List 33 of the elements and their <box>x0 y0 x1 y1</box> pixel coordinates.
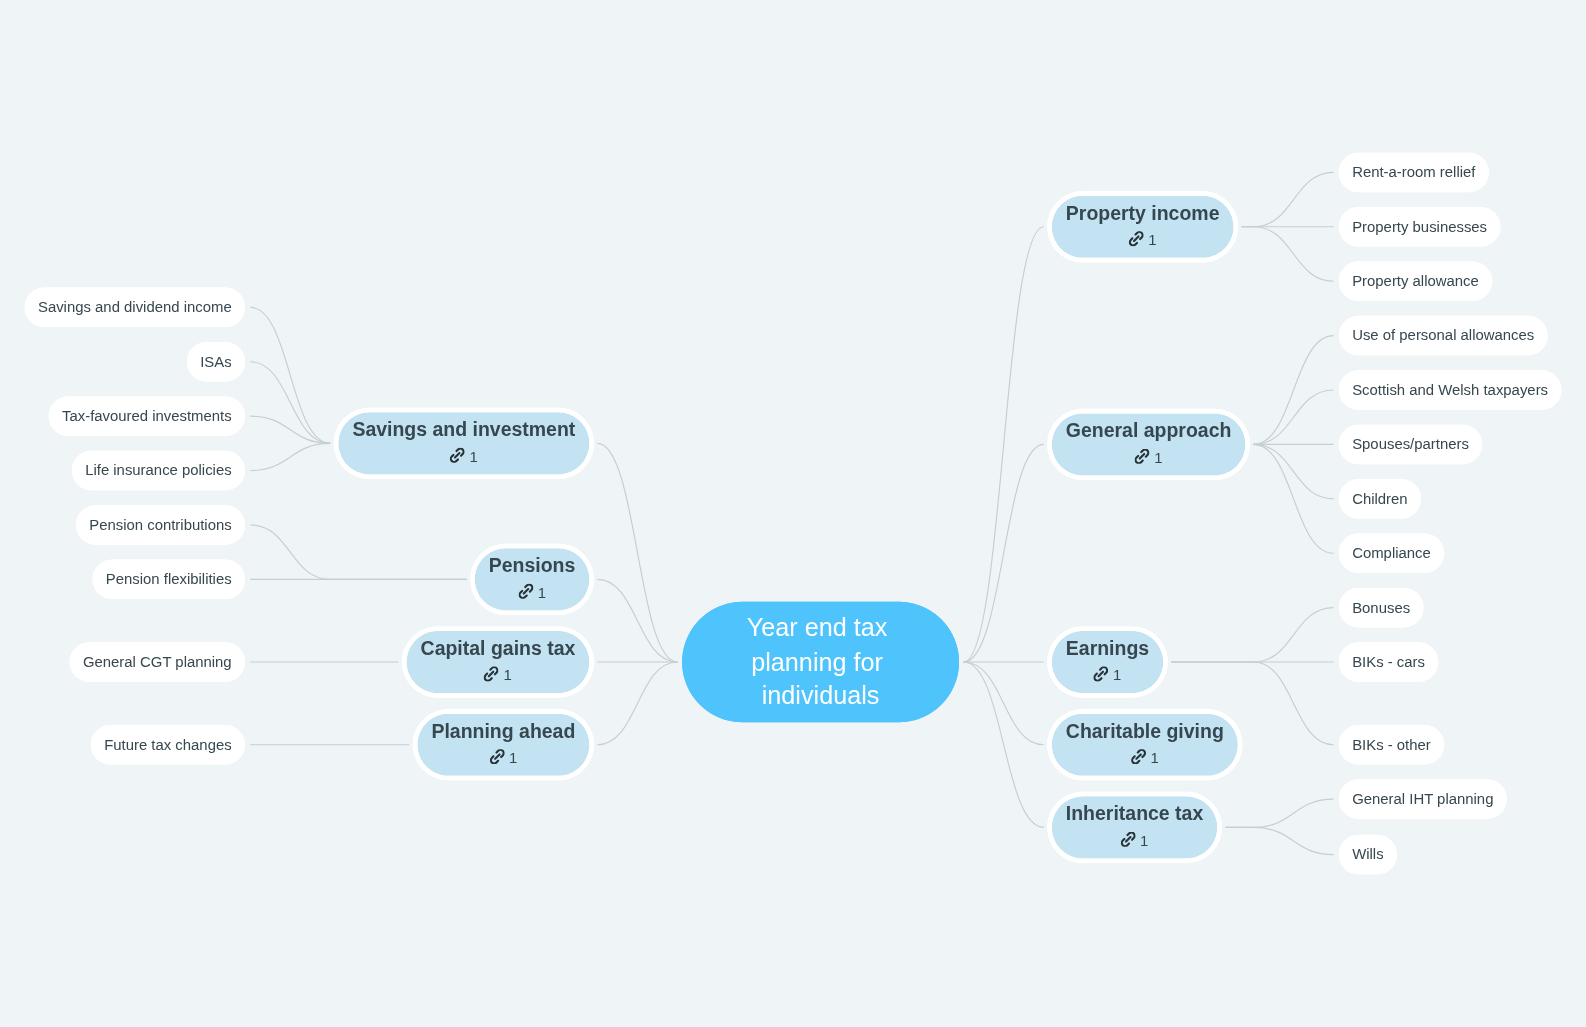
subtopic-node: Children <box>1338 479 1421 519</box>
connector-line <box>1170 661 1335 746</box>
subtopic-node: Compliance <box>1338 533 1445 573</box>
subtopic-node: BIKs - cars <box>1338 642 1439 682</box>
subtopic-node: General IHT planning <box>1338 779 1507 819</box>
subtopic-node: Property allowance <box>1338 261 1493 301</box>
subtopic-node: Pension flexibilities <box>92 559 246 600</box>
subtopic-node: Pension contributions <box>75 505 246 545</box>
subtopic-node: Property businesses <box>1338 207 1501 247</box>
subtopic-node: Wills <box>1338 834 1397 875</box>
subtopic-node: Rent-a-room rellief <box>1338 152 1489 193</box>
connector-line <box>1252 335 1335 445</box>
connector-line <box>596 661 679 746</box>
connector-line <box>249 578 468 580</box>
connector-line <box>249 744 410 746</box>
subtopic-node: Spouses/partners <box>1338 424 1483 465</box>
subtopic-node: Savings and dividend income <box>24 287 246 328</box>
connector-line <box>963 226 1045 663</box>
central-topic-node: Year end tax planning for individuals <box>682 601 959 723</box>
connector-line <box>1252 443 1335 554</box>
subtopic-node: Bonuses <box>1338 587 1424 628</box>
subtopic-node: Tax-favoured investments <box>48 396 246 436</box>
connector-line <box>249 442 331 472</box>
connector-line <box>1224 826 1335 856</box>
subtopic-node: General CGT planning <box>69 642 246 682</box>
connector-line <box>249 361 331 444</box>
subtopic-node: BIKs - other <box>1338 724 1445 765</box>
subtopic-node: Future tax changes <box>90 724 246 765</box>
subtopic-node: Scottish and Welsh taxpayers <box>1338 370 1562 410</box>
subtopic-node: Life insurance policies <box>71 450 246 491</box>
subtopic-node: Use of personal allowances <box>1338 315 1548 356</box>
connector-line <box>1240 226 1335 282</box>
subtopic-node: ISAs <box>186 341 246 382</box>
